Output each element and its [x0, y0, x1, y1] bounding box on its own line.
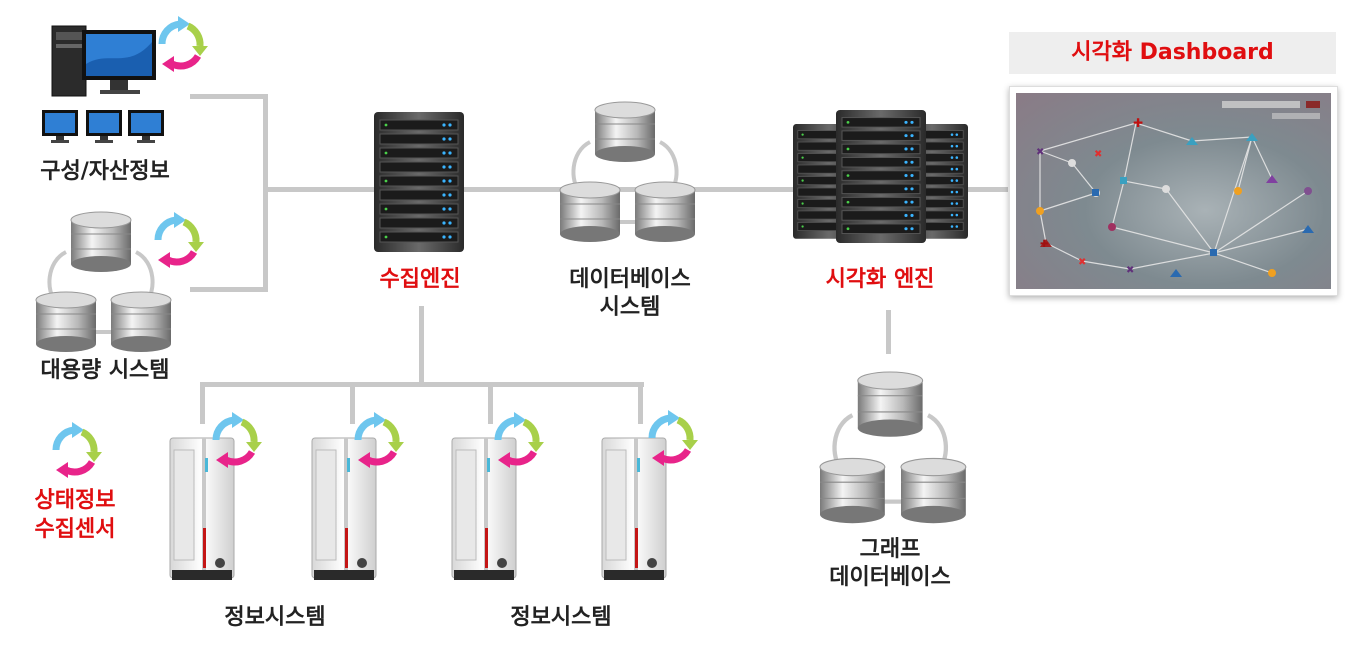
bulk-system-label: 대용량 시스템: [40, 358, 170, 383]
database-icon: [560, 102, 696, 262]
connector-info-drop-3: [488, 382, 493, 424]
sync-icon: [640, 408, 700, 468]
svg-text:✚: ✚: [1040, 239, 1048, 250]
sync-icon: [346, 410, 406, 470]
info-system-label-1: 정보시스템: [224, 605, 326, 630]
connector-info-bus: [200, 382, 644, 387]
connector-left-bottom: [190, 287, 268, 292]
dashboard-screenshot: ✚ ✖ ✖ ✖ ✚ ✖: [1009, 86, 1338, 296]
connector-info-drop-2: [350, 382, 355, 424]
connector-left-vertical: [263, 94, 268, 290]
svg-text:✖: ✖: [1094, 149, 1102, 160]
monitor-icon: [86, 110, 122, 143]
connector-info-drop-4: [638, 382, 643, 424]
sync-icon: [486, 410, 546, 470]
database-icon: [820, 372, 966, 532]
sync-icon: [146, 210, 206, 270]
sync-icon: [204, 410, 264, 470]
graph-db-label-line2: 데이터베이스: [829, 565, 951, 590]
dashboard-title: 시각화 Dashboard: [1009, 32, 1336, 74]
svg-text:✖: ✖: [1126, 265, 1134, 276]
sync-icon: [44, 420, 104, 480]
svg-text:✖: ✖: [1036, 147, 1044, 158]
database-system-label-line2: 시스템: [599, 295, 661, 320]
sync-icon: [150, 14, 210, 74]
asset-info-label: 구성/자산정보: [40, 159, 170, 184]
viz-engine-label: 시각화 엔진: [825, 267, 935, 292]
svg-text:✚: ✚: [1133, 116, 1143, 130]
database-system-label-line1: 데이터베이스: [569, 267, 691, 292]
svg-text:✖: ✖: [1078, 257, 1086, 268]
connector-collect-down: [419, 306, 424, 386]
status-sensor-label-line1: 상태정보: [34, 488, 116, 513]
status-sensor-label-line2: 수집센서: [34, 517, 116, 542]
connector-viz-down: [886, 310, 891, 354]
monitor-icon: [128, 110, 164, 143]
graph-db-label-line1: 그래프: [859, 537, 921, 562]
dashboard-graph-view: ✚ ✖ ✖ ✖ ✚ ✖: [1016, 93, 1331, 289]
connector-info-drop-1: [200, 382, 205, 424]
server-rack-icon: [373, 111, 465, 253]
server-rack-icon: [835, 109, 927, 244]
info-system-label-2: 정보시스템: [510, 605, 612, 630]
connector-left-top: [190, 94, 268, 99]
network-graph-icon: ✚ ✖ ✖ ✖ ✚ ✖: [1036, 101, 1320, 277]
monitor-icon: [42, 110, 78, 143]
collect-engine-label: 수집엔진: [379, 267, 461, 292]
desktop-computer-icon: [51, 25, 156, 97]
